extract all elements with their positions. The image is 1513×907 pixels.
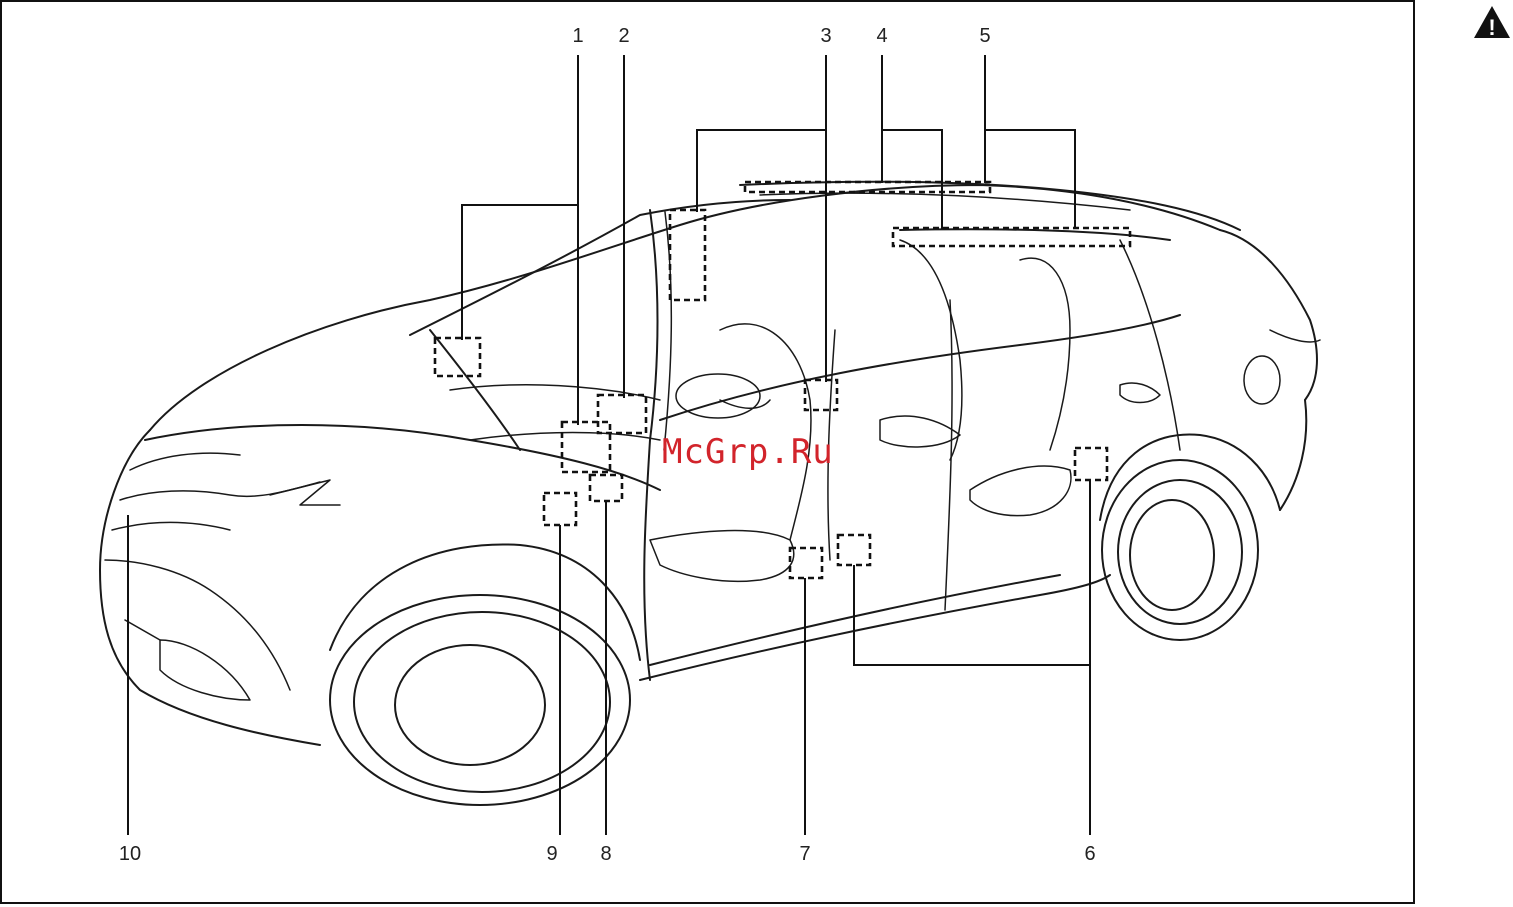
callout-8: 8	[600, 843, 611, 865]
callout-10: 10	[119, 843, 141, 865]
location-box-8	[590, 475, 622, 501]
location-box-5	[893, 228, 1130, 246]
location-box-7	[790, 548, 822, 578]
warning-triangle-icon: !	[1472, 4, 1512, 40]
callout-5: 5	[979, 25, 990, 47]
location-box-2	[598, 395, 646, 433]
callout-3: 3	[820, 25, 831, 47]
callout-1: 1	[572, 25, 583, 47]
callout-2: 2	[618, 25, 629, 47]
airbag-location-boxes	[435, 182, 1130, 578]
callout-4: 4	[876, 25, 887, 47]
callout-numbers: 1 2 3 4 5 6 7 8 9 10	[119, 25, 1096, 865]
callout-6: 6	[1084, 843, 1095, 865]
location-box-6b	[838, 535, 870, 565]
watermark-text: McGrp.Ru	[662, 432, 834, 472]
location-box-6a	[1075, 448, 1107, 480]
warning-symbol: !	[1488, 15, 1495, 40]
car-illustration	[100, 182, 1320, 805]
location-box-9	[544, 493, 576, 525]
callout-7: 7	[799, 843, 810, 865]
callout-9: 9	[546, 843, 557, 865]
